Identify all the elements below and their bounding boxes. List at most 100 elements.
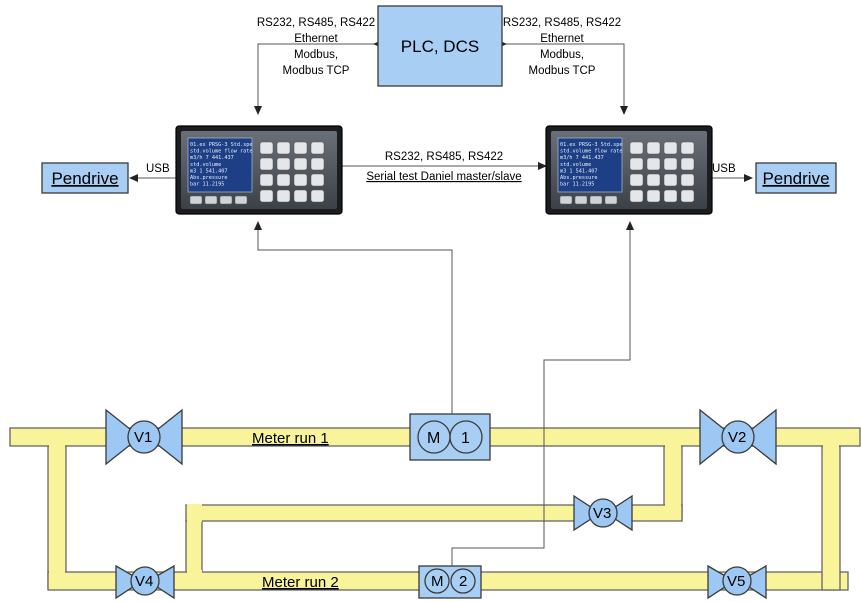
device-screen [187,137,253,193]
meter-m2: M 2 [418,565,482,599]
meter-m1-letter: M [427,430,440,447]
device-key [629,173,644,187]
device-key [629,141,644,155]
valve-v1: V1 [105,408,183,466]
device-screen-line: 01.ex PRSG-3 Std.spe [560,142,622,148]
valve-v2-label: V2 [728,429,746,446]
device-key [276,173,291,187]
device-screen-line: std.volume [190,162,221,168]
device-key [680,173,695,187]
valve-v5: V5 [707,564,767,600]
device-key [663,173,678,187]
device-screen-line: m3 1 541.407 [190,168,227,174]
device-softkey [604,195,618,205]
device-key [310,141,325,155]
comm-right-line1: RS232, RS485, RS422 [503,17,621,29]
pipe-joins [49,445,839,574]
device-key [293,189,308,203]
device-key [310,173,325,187]
device-key [646,157,661,171]
pipe-cross-h-left [185,504,587,522]
device-key [646,141,661,155]
meter-run-1-label: Meter run 1 [252,430,329,447]
device-key [276,189,291,203]
comm-right-line2: Ethernet [540,33,584,45]
device-key [663,157,678,171]
valve-v3-label: V3 [593,505,611,522]
pendrive-left: Pendrive [41,162,129,194]
comm-left-line2: Ethernet [294,33,338,45]
valve-v2: V2 [699,408,777,466]
device-softkey [189,195,203,205]
pendrive-right: Pendrive [755,162,837,194]
serial-line1: RS232, RS485, RS422 [385,151,503,163]
device-screen-line: std.volume flow rate [190,149,252,155]
device-screen-line: m3 1 541.407 [560,168,597,174]
pipe-left-header [47,445,67,589]
device-screen-line: bar 11.2195 [560,182,594,188]
meter-run-2-label: Meter run 2 [262,574,339,591]
device-key [680,189,695,203]
device-screen [557,137,623,193]
usb-right-label: USB [712,163,736,175]
device-screen-line: m3/h 7 441.437 [190,155,234,161]
comm-left-labels: RS232, RS485, RS422 Ethernet Modbus, Mod… [257,17,375,77]
device-screen-line: Abs.pressure [190,175,227,181]
plc-box: PLC, DCS [377,5,503,87]
device-key [663,189,678,203]
valve-v4: V4 [115,564,175,600]
meter-m2-number: 2 [459,573,467,590]
device-screen-line: std.volume [560,162,591,168]
comm-left-line3: Modbus, [294,49,338,61]
device-screen-line: 01.ex PRSG-3 Std.spe [190,142,252,148]
valve-v3: V3 [573,494,633,532]
link-plc-left [254,40,382,115]
link-plc-right [498,40,628,115]
device-softkey [234,195,248,205]
device-key [293,173,308,187]
device-key [646,173,661,187]
valve-v4-label: V4 [135,573,153,590]
device-softkey [219,195,233,205]
device-key [276,157,291,171]
signal-lines [129,40,753,566]
comm-right-line3: Modbus, [540,49,584,61]
device-key [259,189,274,203]
pendrive-right-label: Pendrive [762,169,829,188]
device-softkey [589,195,603,205]
device-key [259,157,274,171]
device-screen-line: bar 11.2195 [190,182,224,188]
meter-m2-letter: M [431,573,444,590]
device-screen-line: m3/h 7 441.437 [560,155,604,161]
device-softkey [204,195,218,205]
device-key [629,157,644,171]
meter-m1: M 1 [409,413,491,461]
serial-labels: RS232, RS485, RS422 Serial test Daniel m… [366,151,521,183]
comm-right-labels: RS232, RS485, RS422 Ethernet Modbus, Mod… [503,17,621,77]
signal-m1-to-left [254,221,453,414]
device-key [680,141,695,155]
device-key [276,141,291,155]
usb-left-label: USB [146,163,170,175]
serial-line2: Serial test Daniel master/slave [366,171,521,183]
device-key [293,141,308,155]
device-key [310,157,325,171]
device-key [259,173,274,187]
pipe-cross-down-left [185,520,203,573]
comm-left-line1: RS232, RS485, RS422 [257,17,375,29]
device-key [629,189,644,203]
pipe-right-header [821,445,841,591]
comm-left-line4: Modbus TCP [283,65,350,77]
valve-v1-label: V1 [134,429,152,446]
device-key [293,157,308,171]
meter-m1-number: 1 [461,430,470,447]
device-key [310,189,325,203]
signal-m2-to-right [451,221,634,566]
device-screen-line: std.volume flow rate [560,149,622,155]
device-screen-line: Abs.pressure [560,175,597,181]
device-key [259,141,274,155]
comm-right-line4: Modbus TCP [529,65,596,77]
